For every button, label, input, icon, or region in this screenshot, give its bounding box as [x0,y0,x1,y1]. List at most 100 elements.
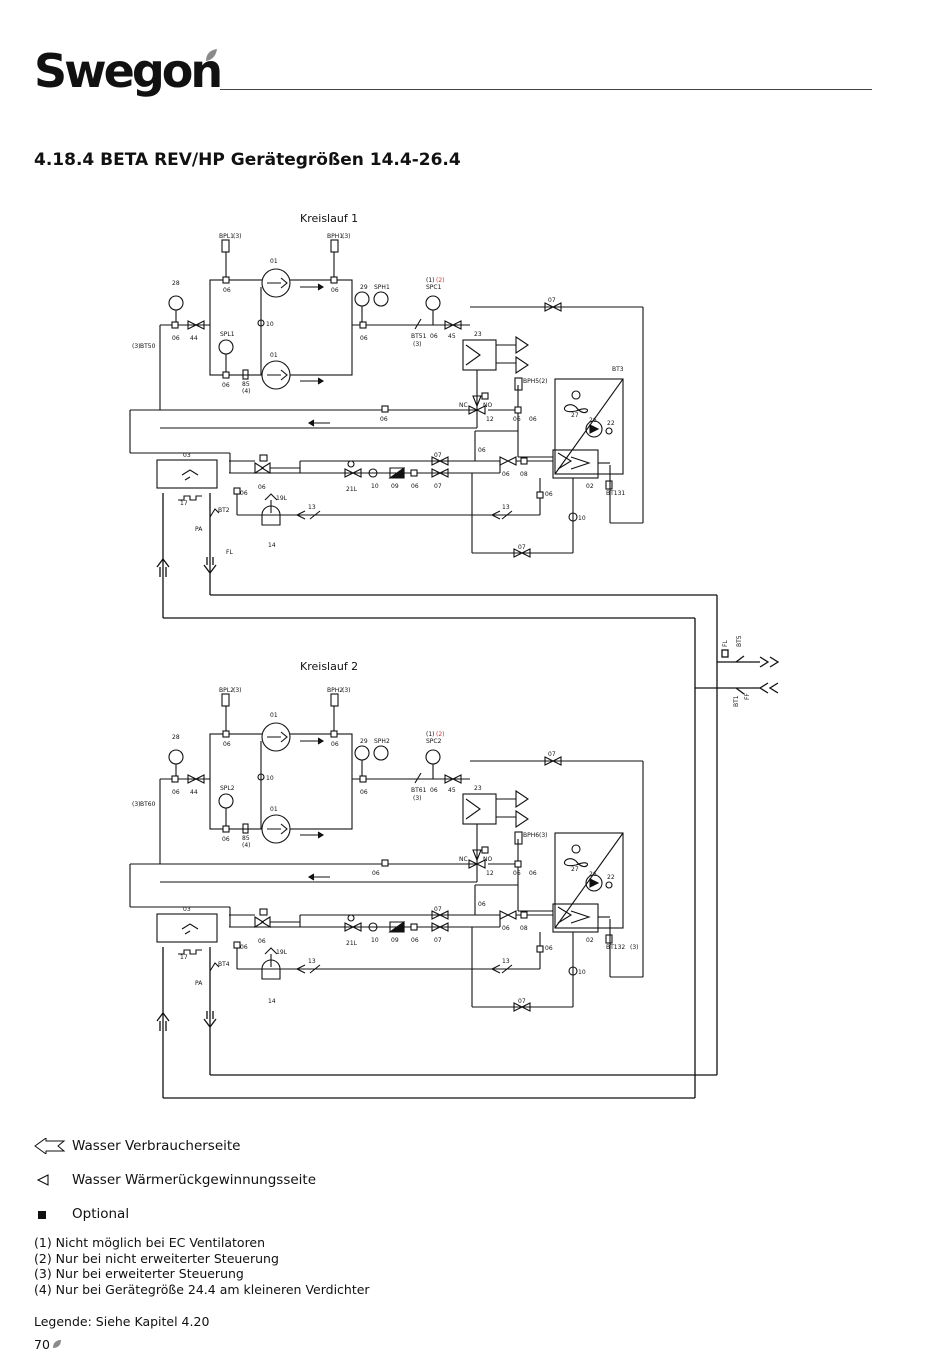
svg-text:03: 03 [183,452,191,459]
svg-text:14: 14 [268,542,276,549]
svg-text:17: 17 [180,500,188,507]
svg-text:BT50: BT50 [140,343,156,350]
svg-text:(3): (3) [342,233,351,240]
svg-text:13: 13 [308,958,316,965]
svg-text:FL: FL [226,549,233,556]
svg-text:06: 06 [545,491,553,498]
svg-text:10: 10 [266,775,274,782]
svg-text:SPH2: SPH2 [374,738,390,745]
svg-text:26: 26 [589,417,597,424]
svg-text:SPL2: SPL2 [220,785,235,792]
note-4: (4) Nur bei Gerätegröße 24.4 am kleinere… [34,1281,370,1297]
legend-water-recovery: Wasser Wärmerückgewinnungsseite [34,1172,316,1192]
svg-text:06: 06 [529,416,537,423]
side-labels: FL BT5 BT1 FF [722,635,751,707]
svg-text:01: 01 [270,258,278,265]
svg-text:06: 06 [529,870,537,877]
svg-text:09: 09 [391,937,399,944]
svg-text:BT3: BT3 [612,366,624,373]
legend-water-consumer: Wasser Verbraucherseite [34,1137,241,1158]
svg-text:SPH1: SPH1 [374,284,390,291]
svg-text:22: 22 [607,420,615,427]
svg-text:06: 06 [513,870,521,877]
svg-text:06: 06 [331,287,339,294]
svg-text:10: 10 [371,483,379,490]
svg-text:(2): (2) [436,277,445,284]
svg-text:BT2: BT2 [218,507,230,514]
svg-text:BT4: BT4 [218,961,230,968]
svg-text:06: 06 [502,471,510,478]
svg-text:13: 13 [308,504,316,511]
svg-text:NO: NO [483,402,492,409]
svg-text:(4): (4) [242,842,251,849]
svg-text:01: 01 [270,712,278,719]
note-2: (2) Nur bei nicht erweiterter Steuerung [34,1250,279,1266]
svg-text:NO: NO [483,856,492,863]
svg-text:06: 06 [258,484,266,491]
svg-text:BPH6: BPH6 [523,832,539,839]
svg-text:BT61: BT61 [411,787,427,794]
svg-text:SPC1: SPC1 [426,284,442,291]
svg-text:19L: 19L [276,949,288,956]
svg-text:23: 23 [474,331,482,338]
svg-text:BT132: BT132 [606,944,625,951]
svg-text:(4): (4) [242,388,251,395]
svg-text:21L: 21L [346,486,358,493]
svg-text:NC: NC [459,402,468,409]
legend-reference: Legende: Siehe Kapitel 4.20 [34,1314,210,1329]
svg-text:07: 07 [548,297,556,304]
svg-text:BPH2: BPH2 [327,687,343,694]
svg-text:(3): (3) [132,343,141,350]
circuit-2-labels: Kreislauf 2 BPL2 (3) BPH2 (3) 01 01 06 0… [132,660,639,1005]
svg-text:06: 06 [502,925,510,932]
svg-text:06: 06 [222,382,230,389]
svg-text:06: 06 [223,287,231,294]
svg-text:10: 10 [578,969,586,976]
leaf-icon [53,1340,61,1348]
svg-text:06: 06 [411,937,419,944]
svg-text:BT131: BT131 [606,490,625,497]
svg-text:26: 26 [589,871,597,878]
circuit-1-title: Kreislauf 1 [300,212,358,225]
svg-text:06: 06 [478,901,486,908]
note-3: (3) Nur bei erweiterter Steuerung [34,1266,244,1282]
circuit-1-labels: Kreislauf 1 BPL1 (3) BPH1 (3) 01 01 06 0… [132,212,625,556]
svg-text:45: 45 [448,333,456,340]
svg-text:BPH1: BPH1 [327,233,343,240]
svg-text:06: 06 [430,333,438,340]
notes: (1) Nicht möglich bei EC Ventilatoren (2… [34,1235,370,1297]
svg-text:02: 02 [586,483,594,490]
svg-text:(2): (2) [539,378,548,385]
svg-text:(3): (3) [413,341,422,348]
svg-text:10: 10 [266,321,274,328]
svg-text:(3): (3) [132,801,141,808]
svg-text:07: 07 [548,751,556,758]
svg-text:85: 85 [242,381,250,388]
svg-text:28: 28 [172,280,180,287]
leaf-icon [206,49,217,61]
svg-text:(2): (2) [436,731,445,738]
svg-text:07: 07 [434,937,442,944]
svg-text:27: 27 [571,412,579,419]
svg-text:13: 13 [502,504,510,511]
svg-text:06: 06 [223,741,231,748]
svg-text:01: 01 [270,352,278,359]
svg-text:02: 02 [586,937,594,944]
circuit-2-title: Kreislauf 2 [300,660,358,673]
water-lines [156,493,780,1099]
svg-text:BT5: BT5 [736,635,743,647]
svg-text:21L: 21L [346,940,358,947]
swegon-logo: Swegon [34,44,223,98]
svg-text:(3): (3) [342,687,351,694]
svg-text:07: 07 [434,452,442,459]
svg-text:29: 29 [360,284,368,291]
svg-text:23: 23 [474,785,482,792]
svg-text:BT51: BT51 [411,333,427,340]
svg-text:07: 07 [434,483,442,490]
svg-text:14: 14 [268,998,276,1005]
note-1: (1) Nicht möglich bei EC Ventilatoren [34,1235,266,1250]
svg-text:13: 13 [502,958,510,965]
svg-text:06: 06 [360,335,368,342]
svg-text:(3): (3) [233,687,242,694]
svg-text:08: 08 [520,471,528,478]
